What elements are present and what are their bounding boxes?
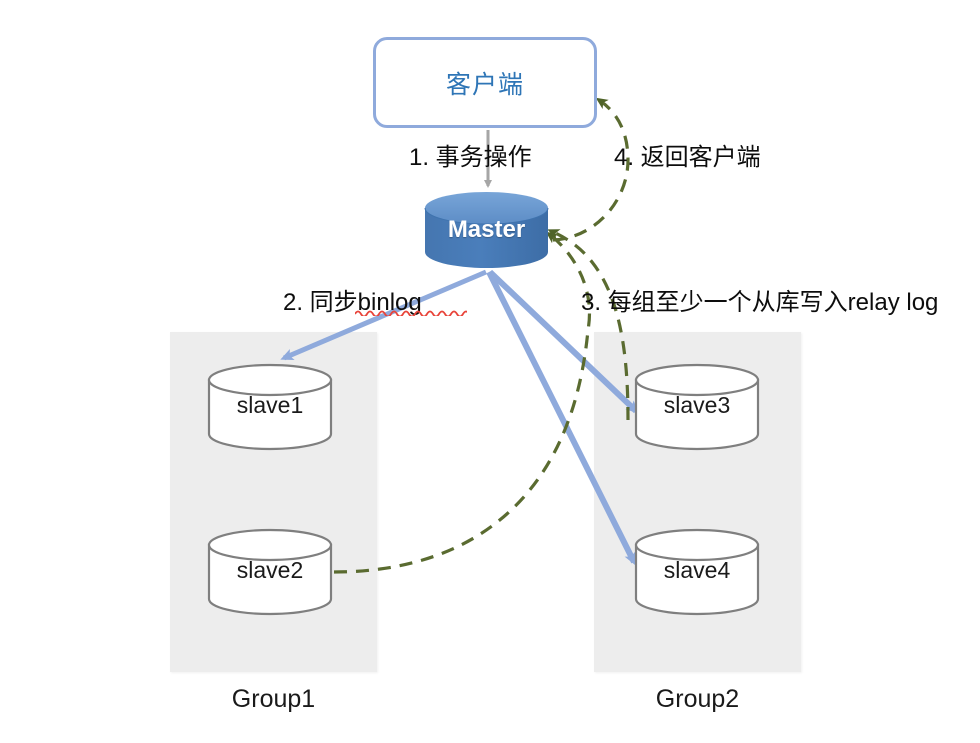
connector-master-to-client: [552, 97, 630, 242]
slave2-cylinder[interactable]: [207, 528, 333, 616]
client-label: 客户端: [445, 70, 524, 99]
spellcheck-squiggle-icon: [355, 310, 467, 316]
step-4-label: 4. 返回客户端: [614, 144, 761, 171]
group-2-caption: Group2: [655, 685, 740, 713]
step-1-label: 1. 事务操作: [409, 144, 532, 171]
client-box[interactable]: 客户端: [373, 37, 597, 128]
master-cylinder[interactable]: [424, 192, 549, 268]
connector-slave2-to-master: [333, 231, 591, 574]
slave1-cylinder[interactable]: [207, 363, 333, 451]
slave3-cylinder[interactable]: [634, 363, 760, 451]
step-2-label: 2. 同步binlog: [283, 289, 422, 316]
connector-master-to-slave4: [486, 270, 637, 566]
slave4-cylinder[interactable]: [634, 528, 760, 616]
group-1-caption: Group1: [231, 685, 316, 713]
step-3-label: 3. 每组至少一个从库写入relay log: [581, 289, 939, 316]
connector-master-to-slave3: [487, 269, 639, 414]
